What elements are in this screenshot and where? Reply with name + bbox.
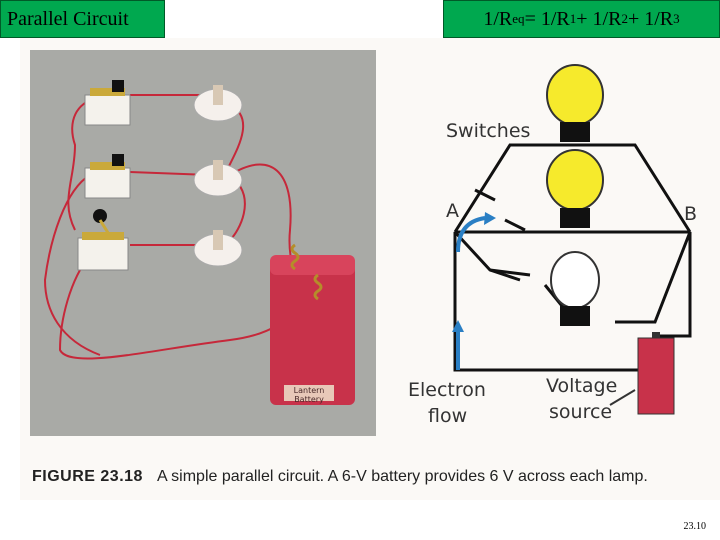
switches-label: Switches xyxy=(446,120,531,142)
voltage-arrow xyxy=(609,389,636,406)
wire xyxy=(67,99,91,231)
circuit-photo-drawing xyxy=(43,80,355,405)
circuit-photo: Lantern Battery xyxy=(30,50,376,436)
wire xyxy=(453,143,692,233)
battery-photo xyxy=(270,243,355,405)
node-b-label: B xyxy=(684,203,698,225)
bulb-middle xyxy=(546,149,604,228)
electron-arrows xyxy=(456,216,486,370)
lamp-socket-3 xyxy=(193,230,243,267)
electron-flow-label-1: Electron xyxy=(408,379,486,401)
arrow-head-icon xyxy=(484,212,496,225)
lamp-socket-1 xyxy=(193,85,243,122)
voltage-source-label-2: source xyxy=(549,401,613,423)
switch-3 xyxy=(77,209,129,271)
switch-2 xyxy=(84,154,131,199)
slide-title: Parallel Circuit xyxy=(0,0,165,38)
voltage-source-label-1: Voltage xyxy=(546,375,618,397)
lamp-socket-2 xyxy=(193,160,243,197)
bulb-bottom xyxy=(550,251,600,326)
switch-1 xyxy=(84,80,131,126)
figure-number: FIGURE 23.18 xyxy=(32,468,143,485)
schematic-diagram xyxy=(452,64,692,415)
figure-caption: FIGURE 23.18 A simple parallel circuit. A… xyxy=(32,468,648,486)
node-a-label: A xyxy=(446,200,459,222)
slide-number: 23.10 xyxy=(683,521,707,532)
voltage-source-battery xyxy=(637,332,675,415)
bulb-top xyxy=(546,64,604,142)
electron-flow-label-2: flow xyxy=(428,405,468,427)
figure-caption-text: A simple parallel circuit. A 6-V battery… xyxy=(156,468,648,485)
arrow-head-icon xyxy=(452,320,464,332)
battery-photo-label: Lantern Battery xyxy=(293,386,325,404)
